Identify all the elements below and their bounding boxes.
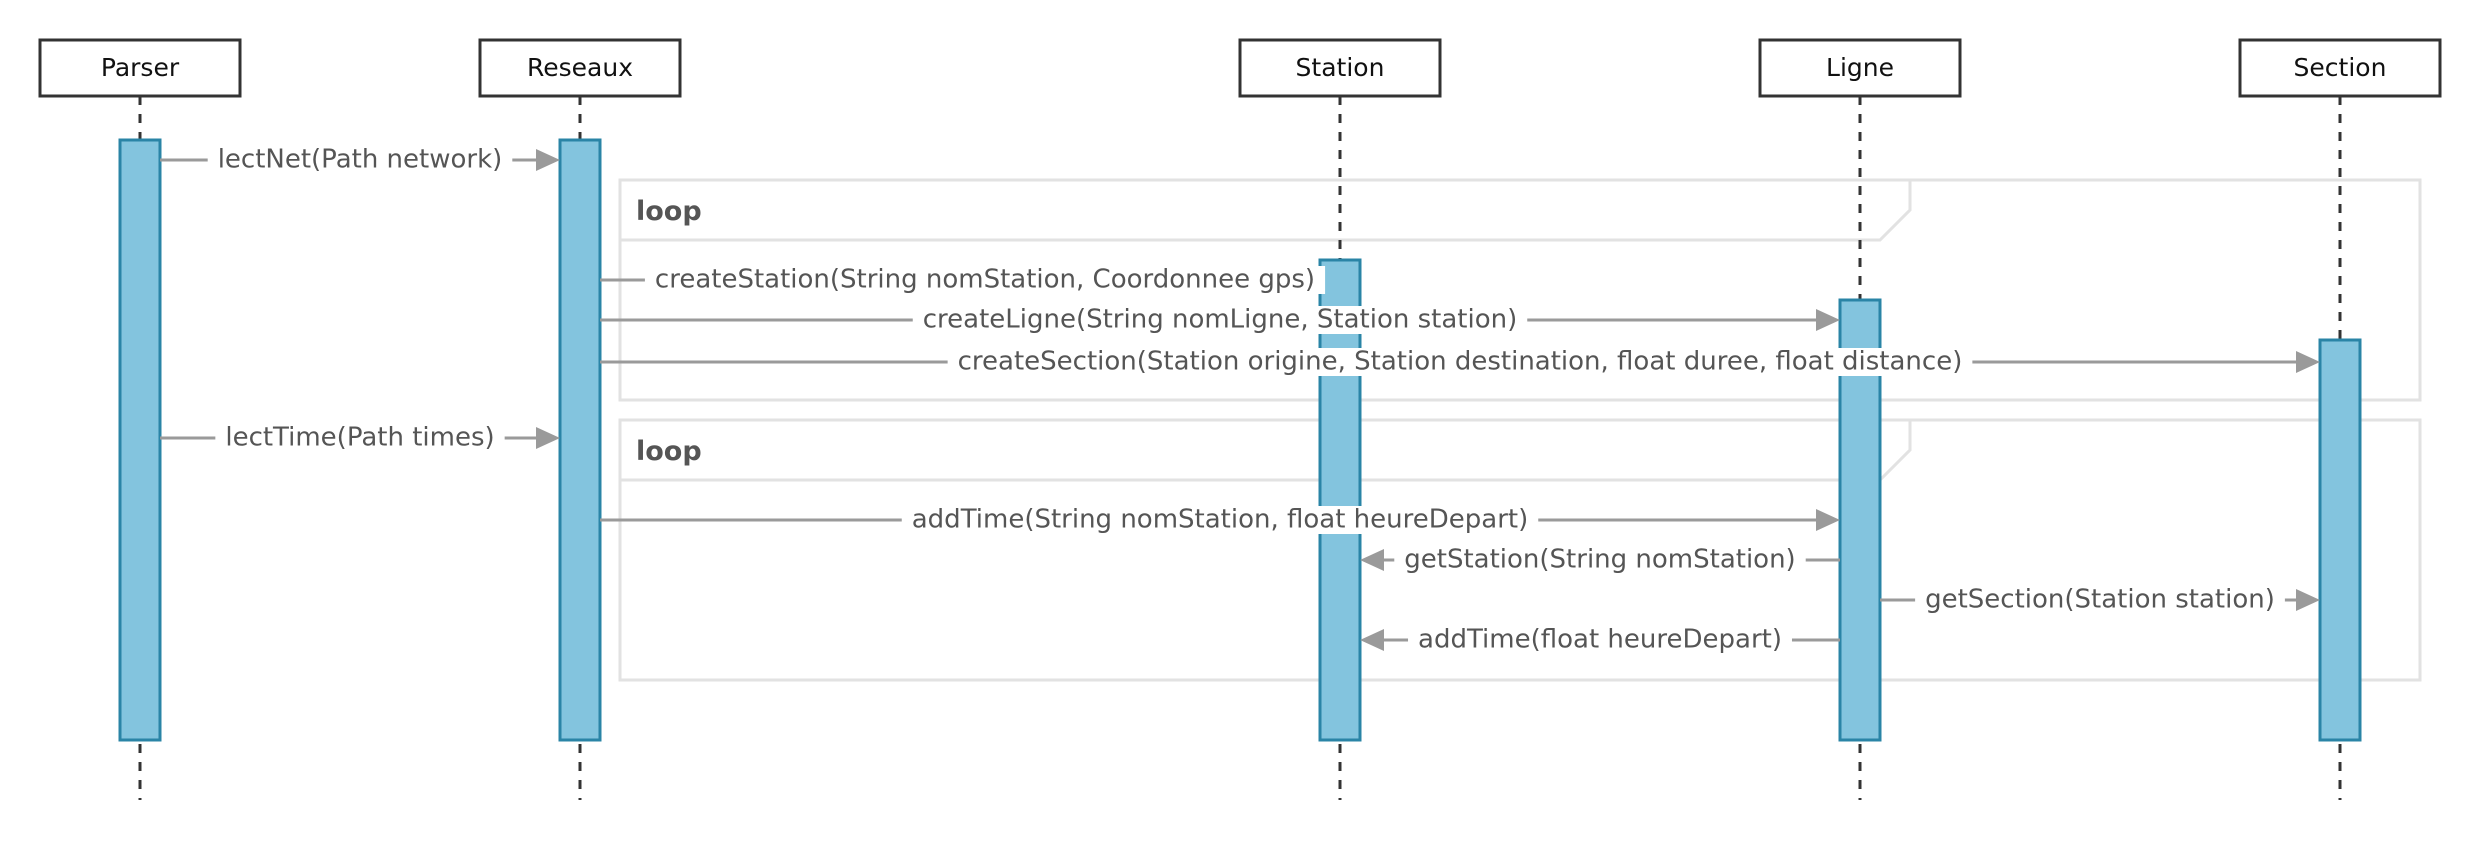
message-label: createStation(String nomStation, Coordon… <box>655 265 1315 295</box>
message-label-background <box>901 506 1539 534</box>
lifeline-name: Station <box>1296 53 1385 82</box>
message-label-background <box>215 424 505 452</box>
loop-frame: loop <box>618 178 2422 402</box>
message-label: addTime(String nomStation, float heureDe… <box>912 505 1528 535</box>
lifeline-header-box <box>1238 38 1442 98</box>
frames-layer: loop loop <box>618 178 2422 682</box>
message-arrow: getSection(Station station) <box>1880 585 2320 615</box>
activation-bar-section <box>2318 338 2362 742</box>
arrowhead-icon <box>1816 509 1840 531</box>
activation-bar-reseaux <box>558 138 602 742</box>
message-arrow: lectNet(Path network) <box>160 145 560 175</box>
lifeline-reseaux: Reseaux <box>478 38 682 800</box>
lifeline-name: Section <box>2294 53 2387 82</box>
lifeline-ligne: Ligne <box>1758 38 1962 800</box>
message-label-background <box>644 266 1326 294</box>
arrowhead-icon <box>1360 629 1384 651</box>
message-arrow: addTime(float heureDepart) <box>1360 625 1840 655</box>
message-label: getSection(Station station) <box>1925 585 2275 615</box>
loop-frame: loop <box>618 418 2422 682</box>
arrowhead-icon <box>2296 589 2320 611</box>
arrowhead-icon <box>536 427 560 449</box>
message-label-background <box>1915 586 2285 614</box>
loop-frame-label: loop <box>636 436 702 467</box>
lifeline-header-box <box>38 38 242 98</box>
message-arrow: addTime(String nomStation, float heureDe… <box>600 505 1840 535</box>
messages-layer: lectNet(Path network) createStation(Strin… <box>160 145 2320 655</box>
arrowhead-icon <box>1816 309 1840 331</box>
lifeline-header-box <box>1758 38 1962 98</box>
message-label: lectNet(Path network) <box>218 145 503 175</box>
arrowhead-icon <box>2296 351 2320 373</box>
activation-bar-station <box>1318 258 1362 742</box>
lifelines-layer: Parser Reseaux Station Ligne Section <box>38 38 2442 800</box>
lifeline-header-box <box>2238 38 2442 98</box>
lifeline-name: Ligne <box>1826 53 1894 82</box>
lifeline-parser: Parser <box>38 38 242 800</box>
loop-frame-border <box>618 418 2422 682</box>
message-label: getStation(String nomStation) <box>1404 545 1795 575</box>
lifeline-section: Section <box>2238 38 2442 800</box>
message-arrow: lectTime(Path times) <box>160 423 560 453</box>
message-label-background <box>207 146 513 174</box>
loop-frame-border <box>618 178 2422 402</box>
message-arrow: getStation(String nomStation) <box>1360 545 1840 575</box>
message-label: lectTime(Path times) <box>225 423 494 453</box>
message-label: addTime(float heureDepart) <box>1418 625 1782 655</box>
arrowhead-icon <box>536 149 560 171</box>
lifeline-name: Parser <box>101 53 180 82</box>
message-label-background <box>912 306 1528 334</box>
arrowhead-icon <box>1360 549 1384 571</box>
message-arrow: createLigne(String nomLigne, Station sta… <box>600 305 1840 335</box>
lifeline-name: Reseaux <box>527 53 633 82</box>
lifeline-station: Station <box>1238 38 1442 800</box>
message-label: createSection(Station origine, Station d… <box>958 347 1963 377</box>
message-label-background <box>1394 546 1806 574</box>
message-label: createLigne(String nomLigne, Station sta… <box>923 305 1517 335</box>
lifeline-header-box <box>478 38 682 98</box>
message-arrow: createStation(String nomStation, Coordon… <box>600 265 1326 295</box>
loop-frame-tab <box>620 420 1912 482</box>
message-label-background <box>1408 626 1792 654</box>
message-arrow: createSection(Station origine, Station d… <box>600 347 2320 377</box>
message-label-background <box>947 348 1973 376</box>
activation-bar-parser <box>118 138 162 742</box>
loop-frame-label: loop <box>636 196 702 227</box>
loop-frame-tab <box>620 180 1912 242</box>
